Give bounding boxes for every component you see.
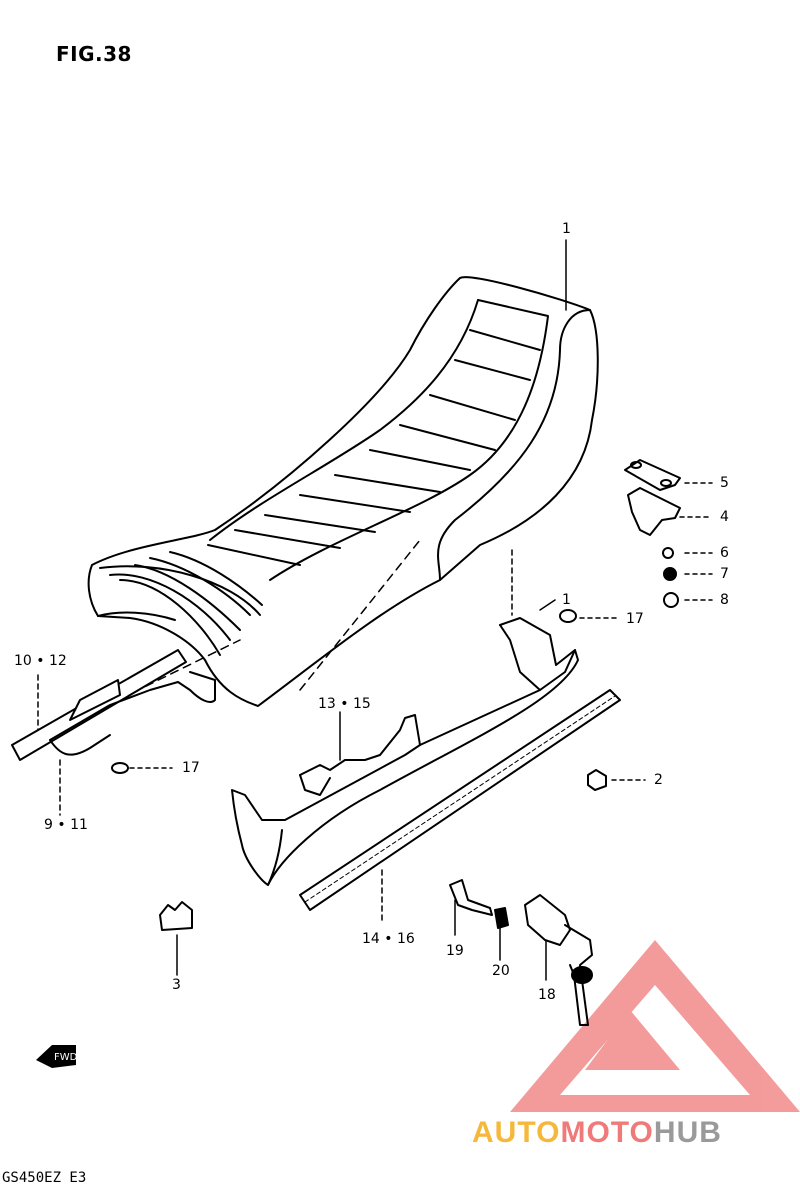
callout-13-15: 13 • 15	[318, 696, 371, 712]
figure-title: FIG.38	[56, 42, 132, 66]
watermark-auto: AUTO	[472, 1116, 561, 1149]
callout-1-lower: 1	[562, 592, 571, 608]
callout-7: 7	[720, 566, 729, 582]
leader-lines	[19, 239, 713, 981]
callout-4: 4	[720, 509, 729, 525]
callout-3: 3	[172, 977, 181, 993]
callout-9-11: 9 • 11	[44, 817, 88, 833]
callout-19: 19	[446, 943, 464, 959]
watermark-moto: MOTO	[560, 1116, 654, 1149]
fwd-label: FWD	[54, 1052, 78, 1063]
callout-6: 6	[720, 545, 729, 561]
seat-part	[87, 276, 599, 707]
small-hardware-parts	[111, 459, 681, 1026]
callout-17-lower: 17	[182, 760, 200, 776]
watermark-text: AUTOMOTOHUB	[472, 1116, 722, 1150]
callout-10-12: 10 • 12	[14, 653, 67, 669]
callout-8: 8	[720, 592, 729, 608]
trim-strip-part	[299, 689, 621, 911]
seat-strap-part	[11, 649, 216, 761]
watermark-hub: HUB	[653, 1116, 722, 1149]
callout-20: 20	[492, 963, 510, 979]
callout-18: 18	[538, 987, 556, 1003]
forward-arrow-icon: FWD	[36, 1045, 78, 1068]
watermark-logo-icon	[510, 940, 800, 1112]
callout-14-16: 14 • 16	[362, 931, 415, 947]
callout-17-upper: 17	[626, 611, 644, 627]
callout-2: 2	[654, 772, 663, 788]
callout-5: 5	[720, 475, 729, 491]
seat-base-frame-part	[231, 617, 579, 886]
model-code-label: GS450EZ E3	[2, 1170, 87, 1186]
callout-1: 1	[562, 221, 571, 237]
